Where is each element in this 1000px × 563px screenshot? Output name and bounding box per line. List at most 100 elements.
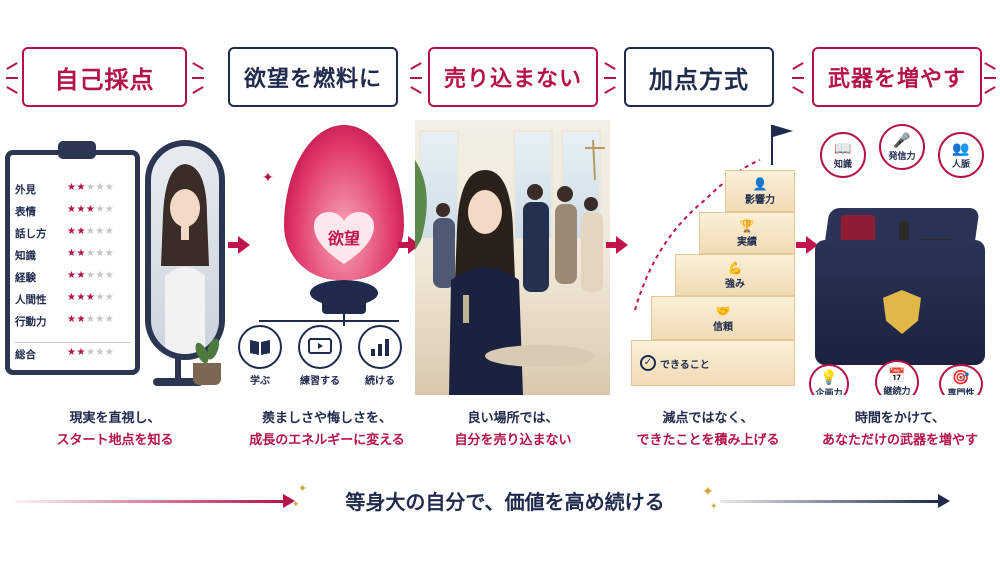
step-achievements: 🏆 実績 (699, 212, 795, 254)
video-play-icon (298, 325, 342, 369)
progress-arrow-line (15, 500, 285, 503)
connector-line (259, 320, 399, 322)
skill-knowledge: 📖知識 (820, 132, 866, 178)
section-title-weapons: 武器を増やす (812, 47, 982, 107)
step-label: 実績 (737, 236, 757, 248)
rating-label: 総合 (15, 349, 36, 361)
accent-tick (410, 77, 422, 79)
arrow-right-icon (228, 236, 250, 254)
rating-stars: ★★★★★ (67, 226, 115, 237)
person-icon: 👤 (752, 176, 768, 191)
calendar-icon: 📅 (888, 367, 906, 384)
bar-chart-icon (358, 325, 402, 369)
target-icon: 🎯 (952, 369, 970, 386)
step-label: 強み (725, 278, 745, 290)
rating-row-total: 総合★★★★★ (15, 342, 130, 362)
rating-stars: ★★★★★ (67, 204, 115, 215)
action-label-learn: 学ぶ (250, 376, 270, 387)
caption-additive: 減点ではなく、 できたことを積み上げる (608, 408, 808, 452)
pedestal-base (322, 298, 366, 314)
panel-no-selling (415, 120, 610, 395)
accent-tick (792, 62, 804, 70)
action-label-continue: 続ける (365, 376, 395, 387)
caption-self-scoring: 現実を直視し、 スタート地点を知る (15, 408, 215, 452)
arrow-right-icon (606, 236, 628, 254)
accent-tick (604, 77, 616, 79)
panel-weapons: 📖知識 🎤発信力 👥人脈 💡企画力 📅継続力 🎯専門性 (805, 120, 1000, 395)
rating-label: 行動力 (15, 316, 47, 328)
step-influence: 👤 影響力 (725, 170, 795, 212)
sparkle-icon: ✦ (298, 482, 308, 495)
rating-row: 外見 ★★★★★ (15, 182, 130, 197)
caption-line-highlight: スタート地点を知る (56, 433, 174, 448)
step-abilities: ✓ できること (631, 340, 795, 386)
section-title-no-selling: 売り込まない (428, 47, 598, 107)
skill-persistence: 📅継続力 (875, 360, 919, 395)
mirror-base (153, 378, 203, 386)
rating-row: 知識 ★★★★★ (15, 248, 130, 263)
rating-row: 話し方★★★★★ (15, 226, 130, 241)
accent-tick (410, 86, 422, 94)
rating-label: 外見 (15, 184, 36, 196)
accent-tick (410, 62, 422, 70)
section-title-desire: 欲望を燃料に (228, 47, 398, 107)
rating-row: 人間性★★★★★ (15, 292, 130, 307)
panel-desire: ✦ ✦ ✦ 欲望 学ぶ 練習する 続ける (232, 120, 412, 395)
arrow-head-icon (283, 494, 295, 508)
book-icon (238, 325, 282, 369)
woman-reflection-illustration (161, 164, 209, 354)
accent-tick (984, 86, 996, 94)
accent-tick (792, 86, 804, 94)
plant-pot (193, 363, 221, 385)
accent-tick (792, 77, 804, 79)
step-label: できること (660, 359, 710, 371)
rating-row: 表情 ★★★★★ (15, 204, 130, 219)
muscle-icon: 💪 (727, 260, 743, 275)
sparkle-icon: ✦ (262, 170, 274, 186)
mirror-stand (175, 358, 181, 382)
caption-line-highlight: あなただけの武器を増やす (821, 433, 978, 448)
rating-stars: ★★★★★ (67, 314, 115, 325)
rating-label: 人間性 (15, 294, 47, 306)
accent-tick (6, 62, 18, 70)
sparkle-icon: ✦ (710, 502, 718, 512)
step-strength: 💪 強み (675, 254, 795, 296)
accent-tick (6, 86, 18, 94)
book-icon: 📖 (834, 140, 852, 157)
caption-line: 良い場所では、 (467, 411, 559, 426)
caption-line-highlight: 成長のエネルギーに変える (249, 433, 405, 448)
rating-stars: ★★★★★ (67, 182, 115, 193)
skill-network: 👥人脈 (938, 132, 984, 178)
people-icon: 👥 (952, 140, 970, 157)
microphone-icon: 🎤 (893, 132, 911, 149)
progress-arrow-line (720, 500, 940, 503)
handshake-icon: 🤝 (715, 303, 731, 318)
rating-stars: ★★★★★ (67, 270, 115, 281)
mirror-illustration (145, 140, 225, 360)
step-label: 信頼 (713, 321, 733, 333)
accent-tick (984, 62, 996, 70)
caption-line-highlight: できたことを積み上げる (636, 433, 780, 448)
flag-icon (773, 125, 793, 137)
rating-label: 知識 (15, 250, 36, 262)
accent-tick (192, 86, 204, 94)
caption-line-highlight: 自分を売り込まない (454, 433, 572, 448)
lightbulb-icon: 💡 (820, 369, 838, 386)
rating-stars: ★★★★★ (67, 248, 115, 259)
sparkle-icon: ✦ (702, 484, 714, 500)
rating-row: 経験★★★★★ (15, 270, 130, 285)
step-trust: 🤝 信頼 (651, 296, 795, 340)
arrow-head-icon (938, 494, 950, 508)
caption-line: 現実を直視し、 (69, 411, 161, 426)
desire-label: 欲望 (327, 229, 360, 248)
rating-label: 表情 (15, 206, 36, 218)
accent-tick (192, 62, 204, 70)
accent-tick (984, 77, 996, 79)
skill-planning: 💡企画力 (809, 364, 849, 395)
check-icon: ✓ (640, 355, 656, 371)
rating-row: 行動力 ★★★★★ (15, 314, 130, 329)
table (485, 345, 595, 367)
trophy-icon: 🏆 (739, 218, 755, 233)
section-title-self-scoring: 自己採点 (22, 47, 187, 107)
rating-clipboard (5, 141, 140, 375)
